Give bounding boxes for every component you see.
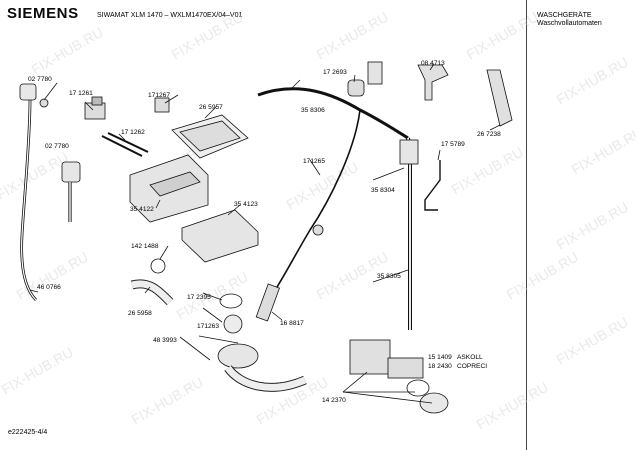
lever-bracket: [486, 69, 513, 127]
part-label: 16 8817: [280, 320, 304, 327]
drain-pump: [349, 339, 391, 375]
drawer-insert: [181, 209, 259, 263]
diagram-footer-code: e222425-4/4: [8, 429, 48, 436]
part-label: 171263: [197, 323, 219, 330]
part-label: 26 5957: [199, 104, 223, 111]
part-label: 17 1262: [121, 129, 145, 136]
watermark: FIX-HUB.RU: [504, 249, 581, 303]
watermark: FIX-HUB.RU: [129, 374, 206, 428]
watermark: FIX-HUB.RU: [0, 149, 71, 203]
watermark: FIX-HUB.RU: [554, 199, 631, 253]
part-label: 17 1261: [69, 90, 93, 97]
part-label: 48 3993: [153, 337, 177, 344]
pressure-tube: [271, 109, 361, 296]
o-ring: [150, 258, 166, 274]
part-label: 26 5958: [128, 310, 152, 317]
ball-valve: [223, 314, 243, 334]
watermark-layer: FIX-HUB.RU FIX-HUB.RU FIX-HUB.RU FIX-HUB…: [0, 9, 636, 433]
part-label: 18 2430: [428, 363, 452, 370]
part-label: 35 4123: [234, 201, 258, 208]
part-label: COPRECI: [457, 363, 487, 370]
subcategory-label: Waschvollautomaten: [537, 20, 602, 27]
watermark: FIX-HUB.RU: [284, 159, 361, 213]
part-label: 35 8306: [301, 107, 325, 114]
part-label: 142 1488: [131, 243, 159, 250]
watermark: FIX-HUB.RU: [464, 9, 541, 63]
brand-logo: SIEMENS: [7, 5, 79, 22]
part-label: ASKOLL: [457, 354, 483, 361]
mounting-clip: [417, 64, 449, 101]
valve-small: [154, 97, 170, 113]
watermark: FIX-HUB.RU: [169, 9, 246, 63]
watermark: FIX-HUB.RU: [554, 314, 631, 368]
part-label: 26 7238: [477, 131, 501, 138]
watermark: FIX-HUB.RU: [554, 54, 631, 108]
model-title: SIWAMAT XLM 1470 – WXLM1470EX/04–V01: [97, 12, 243, 19]
part-label: 35 8304: [371, 187, 395, 194]
hose-clamp-a: [19, 83, 37, 101]
part-label: 35 4122: [130, 206, 154, 213]
right-margin-divider: [526, 0, 527, 450]
hose-clamp-b: [61, 161, 81, 183]
part-label: 17 5789: [441, 141, 465, 148]
parts-drawing: [19, 61, 513, 414]
part-label: 02 7780: [45, 143, 69, 150]
clamp-ring-a: [39, 98, 49, 108]
part-label: 02 7780: [28, 76, 52, 83]
watermark: FIX-HUB.RU: [29, 24, 106, 78]
part-label: 15 1409: [428, 354, 452, 361]
part-label: 35 8305: [377, 273, 401, 280]
part-number-labels: 02 7780 17 1261 171267 26 5957 17 2693 0…: [28, 60, 501, 404]
overflow-pipe: [257, 87, 409, 140]
pump-filter: [419, 392, 449, 414]
pressure-switch: [347, 79, 365, 97]
part-label: 17 2395: [187, 294, 211, 301]
sensor: [255, 283, 280, 322]
watermark: FIX-HUB.RU: [569, 124, 636, 178]
watermark: FIX-HUB.RU: [314, 9, 391, 63]
watermark: FIX-HUB.RU: [0, 344, 76, 398]
gasket-ring: [219, 293, 243, 309]
part-label: 08 4713: [421, 60, 445, 67]
part-label: 46 0766: [37, 284, 61, 291]
pipe-elbow: [399, 139, 419, 165]
part-label: 171267: [148, 92, 170, 99]
bent-rod: [424, 160, 441, 211]
watermark: FIX-HUB.RU: [449, 144, 526, 198]
rod-a: [101, 135, 143, 157]
sump-housing: [217, 343, 259, 369]
part-label: 17 2693: [323, 69, 347, 76]
rod-b: [107, 132, 149, 153]
part-label: 14 2370: [322, 397, 346, 404]
bracket: [367, 61, 383, 85]
watermark: FIX-HUB.RU: [474, 379, 551, 433]
category-label: WASCHGERÄTE: [537, 12, 592, 19]
part-label: 171265: [303, 158, 325, 165]
